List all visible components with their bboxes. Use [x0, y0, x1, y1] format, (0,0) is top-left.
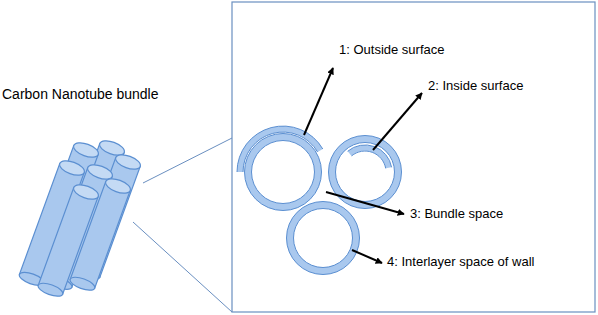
leader-arrow — [373, 93, 422, 150]
label-slot: Carbon Nanotube bundle — [2, 86, 158, 102]
bundle-label: Carbon Nanotube bundle — [2, 86, 158, 102]
nanotube-cross-sections — [237, 126, 402, 274]
zoom-line — [143, 138, 232, 183]
callout-label: 2: Inside surface — [428, 78, 523, 94]
label-slot: 1: Outside surface — [339, 42, 445, 58]
nanotube-bundle — [18, 138, 143, 299]
leader-arrow — [352, 250, 382, 263]
callout-label: 1: Outside surface — [339, 42, 445, 58]
zoom-box — [232, 2, 595, 312]
leader-arrow — [326, 192, 404, 214]
callout-label: 3: Bundle space — [410, 206, 503, 222]
callout-label: 4: Interlayer space of wall — [387, 254, 534, 270]
zoom-line — [133, 222, 232, 312]
leader-arrow — [304, 68, 333, 135]
label-slot: 3: Bundle space — [410, 206, 503, 222]
label-slot: 4: Interlayer space of wall — [387, 254, 534, 270]
label-slot: 2: Inside surface — [428, 78, 523, 94]
